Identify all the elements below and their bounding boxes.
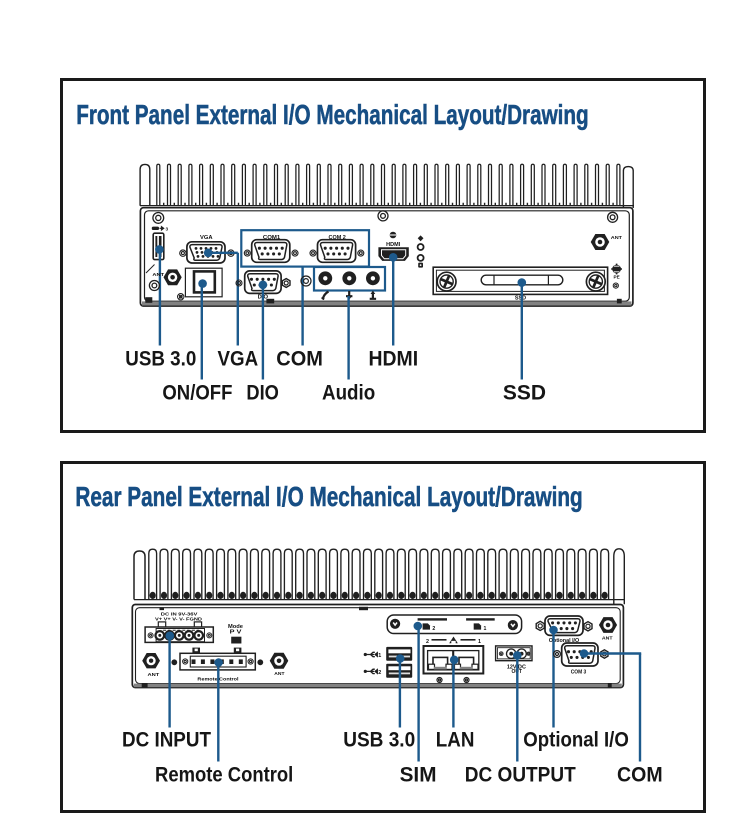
svg-text:USB 3.0: USB 3.0 (125, 348, 196, 371)
svg-text:SIM: SIM (400, 764, 437, 787)
svg-text:COM 3: COM 3 (571, 669, 587, 675)
svg-text:1: 1 (483, 626, 486, 632)
svg-text:2: 2 (378, 670, 381, 676)
svg-text:HDMI: HDMI (386, 242, 401, 248)
svg-text:DIO: DIO (246, 382, 279, 405)
svg-text:SSD: SSD (503, 382, 546, 405)
svg-text:2: 2 (432, 626, 435, 632)
svg-text:COM 2: COM 2 (329, 235, 346, 241)
svg-text:SSD: SSD (515, 295, 526, 301)
svg-text:Remote Control: Remote Control (155, 764, 293, 787)
svg-text:Front Panel External I/O Mecha: Front Panel External I/O Mechanical Layo… (76, 99, 589, 130)
svg-text:ANT: ANT (611, 235, 622, 241)
svg-text:DC INPUT: DC INPUT (122, 729, 211, 752)
svg-text:3: 3 (166, 227, 169, 232)
svg-text:2: 2 (426, 639, 429, 645)
svg-text:HDMI: HDMI (369, 348, 419, 371)
svg-text:Optional I/O: Optional I/O (549, 638, 580, 644)
svg-text:1: 1 (378, 653, 381, 659)
svg-text:COM: COM (617, 764, 663, 787)
svg-text:ANT: ANT (152, 272, 164, 278)
svg-text:Mode: Mode (228, 624, 243, 630)
svg-text:V+ V+ V- V- FGND: V+ V+ V- V- FGND (155, 617, 202, 622)
svg-text:VGA: VGA (218, 348, 259, 371)
svg-text:Optional I/O: Optional I/O (523, 729, 629, 752)
svg-text:DC OUTPUT: DC OUTPUT (465, 764, 576, 787)
svg-text:COM: COM (276, 348, 323, 371)
svg-text:VGA: VGA (200, 235, 213, 241)
svg-text:COM1: COM1 (263, 235, 280, 241)
svg-text:ANT: ANT (274, 671, 284, 677)
svg-text:LAN: LAN (436, 729, 475, 752)
svg-text:P V: P V (230, 630, 243, 636)
svg-text:ANT: ANT (602, 635, 613, 641)
svg-text:PE: PE (614, 274, 620, 279)
svg-text:Audio: Audio (322, 382, 375, 405)
svg-text:ANT: ANT (148, 672, 160, 678)
svg-text:USB 3.0: USB 3.0 (343, 729, 415, 752)
svg-text:1: 1 (478, 639, 481, 645)
svg-text:Rear Panel External I/O Mechan: Rear Panel External I/O Mechanical Layou… (75, 481, 582, 512)
svg-text:DC IN 9V-36V: DC IN 9V-36V (161, 612, 199, 618)
svg-text:ON/OFF: ON/OFF (162, 382, 232, 405)
